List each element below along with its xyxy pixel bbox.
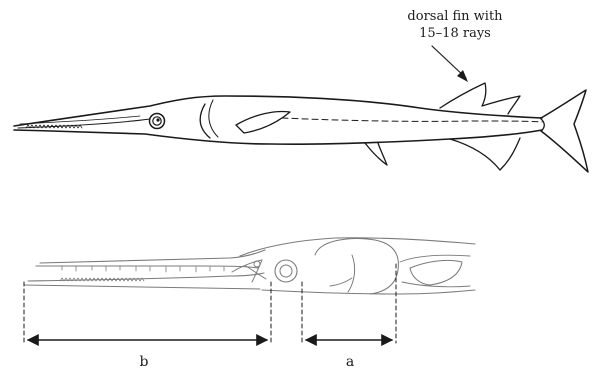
measurement-b xyxy=(24,282,271,343)
measurement-a-label: a xyxy=(346,354,354,370)
fish-head-detail xyxy=(24,238,475,294)
annotation-line-1: dorsal fin with xyxy=(407,9,503,24)
fish-full-body xyxy=(14,83,588,172)
annotation-line-2: 15–18 rays xyxy=(419,26,491,41)
annotation-arrow xyxy=(432,46,468,82)
measurement-b-label: b xyxy=(140,354,149,370)
measurement-a xyxy=(302,264,396,343)
